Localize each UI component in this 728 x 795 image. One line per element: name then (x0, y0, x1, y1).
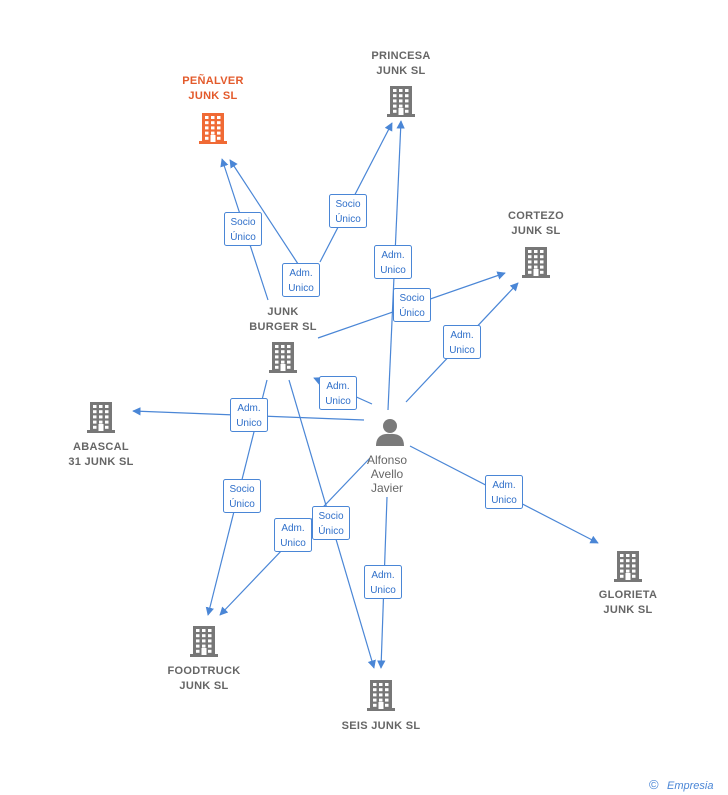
edge-badge-label: Unico (325, 396, 351, 407)
edge-junkburger-to-princesa (319, 122, 393, 263)
building-icon (614, 551, 642, 582)
edge-badge-label: Unico (449, 345, 475, 356)
company-label: JUNK SL (179, 680, 228, 692)
edge-badge[interactable]: Adm. Unico (374, 245, 412, 279)
edge-badge-box (364, 565, 402, 599)
building-icon (87, 402, 115, 433)
edge-badge-label: Unico (280, 538, 306, 549)
person-icon (376, 419, 404, 446)
edge-badge-box (223, 479, 261, 513)
edge-badge-label: Adm. (289, 268, 312, 279)
company-label: JUNK SL (376, 65, 425, 77)
edge-badge-box (224, 212, 262, 246)
company-label: PRINCESA (371, 50, 430, 62)
person-label: Alfonso (367, 453, 407, 467)
edge-badge-label: Socio (230, 217, 255, 228)
edge-badge-box (374, 245, 412, 279)
edge-badge-box (393, 288, 431, 322)
edge-badge-label: Único (335, 212, 361, 225)
edge-badge-label: Único (230, 230, 256, 243)
copyright-symbol: © (649, 777, 659, 792)
edge-badge-label: Adm. (450, 330, 473, 341)
brand-logo-text: Empresia (667, 780, 713, 792)
edge-badge[interactable]: Adm. Unico (485, 475, 523, 509)
edge-badge-label: Unico (370, 585, 396, 596)
company-label: 31 JUNK SL (68, 456, 133, 468)
edge-badge-label: Único (229, 497, 255, 510)
company-label: FOODTRUCK (168, 665, 241, 677)
edge-badge[interactable]: Adm. Unico (230, 398, 268, 432)
person-label: Javier (371, 481, 403, 495)
edge-badge-label: Adm. (371, 570, 394, 581)
edge-badge[interactable]: Adm. Unico (443, 325, 481, 359)
edge-badge-label: Único (318, 524, 344, 537)
edge-alfonso-to-penalver (229, 159, 303, 271)
edge-badge-label: Adm. (326, 381, 349, 392)
edge-badge-box (230, 398, 268, 432)
company-node-junkburger[interactable]: JUNK BURGER SL (249, 306, 316, 373)
company-label: JUNK SL (511, 225, 560, 237)
edge-badge-box (319, 376, 357, 410)
building-icon (190, 626, 218, 657)
building-icon (199, 113, 227, 144)
company-label: ABASCAL (73, 441, 129, 453)
edge-badge-label: Unico (236, 418, 262, 429)
company-node-abascal[interactable]: ABASCAL 31 JUNK SL (68, 402, 133, 468)
edge-badge-label: Socio (229, 484, 254, 495)
edge-badge[interactable]: Adm. Unico (364, 565, 402, 599)
building-icon (269, 342, 297, 373)
edge-badge-label: Unico (491, 495, 517, 506)
company-node-princesa[interactable]: PRINCESA JUNK SL (371, 50, 430, 117)
edge-badge-box (329, 194, 367, 228)
company-label: JUNK SL (188, 90, 237, 102)
edge-badge[interactable]: Adm. Unico (282, 263, 320, 297)
edge-badge-label: Adm. (381, 250, 404, 261)
company-node-foodtruck[interactable]: FOODTRUCK JUNK SL (168, 626, 241, 692)
nodes-layer: PEÑALVER JUNK SL PRINCESA JUNK SL CORTEZO JUN… (68, 50, 657, 732)
edge-badge[interactable]: Adm. Unico (319, 376, 357, 410)
badges-layer: SocioÚnicoAdm.UnicoSocioÚnicoAdm.UnicoSo… (223, 194, 523, 599)
building-icon (387, 86, 415, 117)
edge-badge-label: Socio (399, 293, 424, 304)
company-label: SEIS JUNK SL (342, 720, 421, 732)
company-label: CORTEZO (508, 210, 564, 222)
company-label: GLORIETA (599, 589, 657, 601)
edge-badge-box (485, 475, 523, 509)
edge-badge-box (274, 518, 312, 552)
edge-badge-label: Socio (335, 199, 360, 210)
edge-badge-label: Adm. (492, 480, 515, 491)
edge-badge-label: Socio (318, 511, 343, 522)
building-icon (367, 680, 395, 711)
edge-badge-label: Adm. (281, 523, 304, 534)
edge-badge-label: Unico (288, 283, 314, 294)
edge-badge-label: Único (399, 306, 425, 319)
edge-badge-label: Adm. (237, 403, 260, 414)
edge-badge[interactable]: Adm. Unico (274, 518, 312, 552)
edge-badge-box (282, 263, 320, 297)
person-label: Avello (371, 467, 404, 481)
company-node-penalver[interactable]: PEÑALVER JUNK SL (182, 74, 243, 144)
edge-badge-label: Unico (380, 265, 406, 276)
company-label: PEÑALVER (182, 74, 243, 87)
company-label: JUNK (267, 306, 298, 318)
footer: © Empresia (649, 777, 713, 792)
company-node-cortezo[interactable]: CORTEZO JUNK SL (508, 210, 564, 278)
building-icon (522, 247, 550, 278)
edge-badge-box (312, 506, 350, 540)
company-node-glorieta[interactable]: GLORIETA JUNK SL (599, 551, 657, 616)
edge-badge-box (443, 325, 481, 359)
company-label: JUNK SL (603, 604, 652, 616)
company-label: BURGER SL (249, 321, 316, 333)
company-node-seis[interactable]: SEIS JUNK SL (342, 680, 421, 732)
